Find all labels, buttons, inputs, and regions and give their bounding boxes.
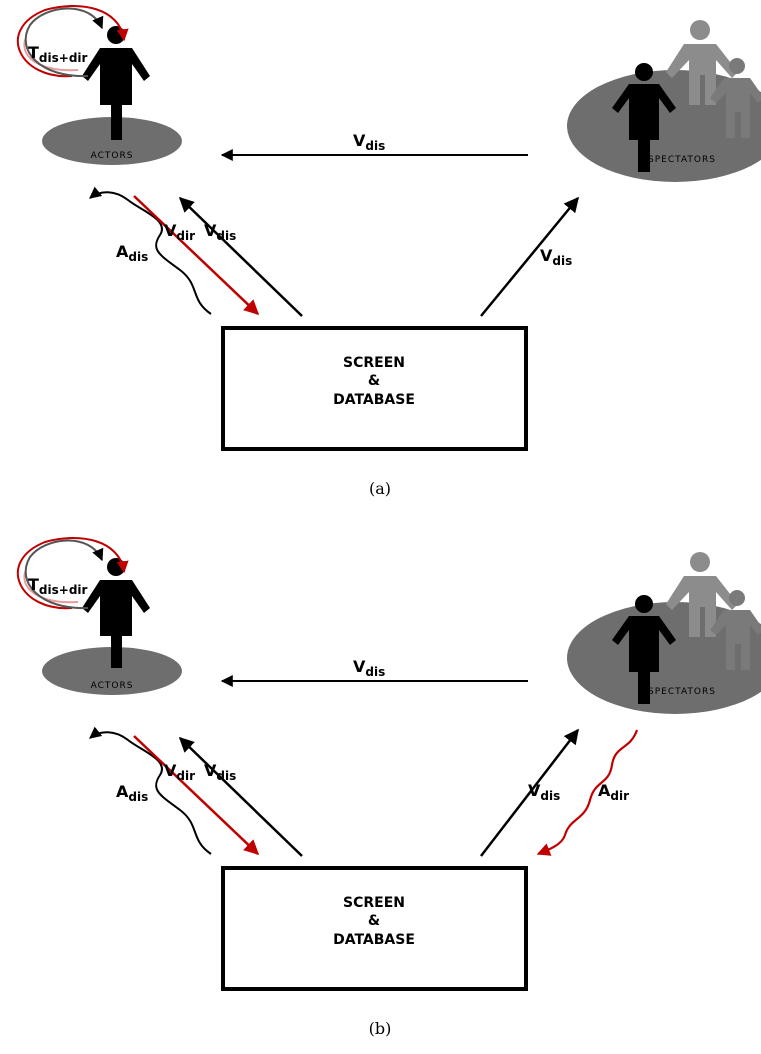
- actors-ellipse: [42, 647, 182, 695]
- panel-b: ACTORS Tdis+dir SPECTATORS: [16, 536, 761, 1038]
- ampersand-label: &: [368, 913, 380, 929]
- screen-database-box: [221, 326, 528, 451]
- screen-label: SCREEN: [343, 895, 405, 911]
- svg-text:Vdis: Vdis: [528, 781, 560, 803]
- screen-label: SCREEN: [343, 355, 405, 371]
- actors-label: ACTORS: [91, 681, 134, 691]
- T-label: T: [28, 43, 39, 62]
- vdis-db-to-spectators-arrow: [480, 196, 579, 317]
- svg-text:Vdir: Vdir: [164, 761, 195, 783]
- person-group-icon: [612, 552, 761, 704]
- svg-text:Vdis: Vdis: [204, 761, 236, 783]
- T-label: T: [28, 575, 39, 594]
- vdis-db-to-actors-arrow: [178, 736, 303, 857]
- svg-text:Vdis: Vdis: [353, 131, 385, 153]
- svg-text:Vdis: Vdis: [204, 221, 236, 243]
- svg-text:Vdis: Vdis: [353, 657, 385, 679]
- vdir-red-arrow: [133, 195, 260, 316]
- svg-text:Adis: Adis: [116, 782, 148, 804]
- spectators-label: SPECTATORS: [648, 687, 716, 697]
- svg-text:Tdis+dir: Tdis+dir: [28, 575, 88, 597]
- svg-text:Vdir: Vdir: [164, 221, 195, 243]
- svg-text:Vdis: Vdis: [540, 246, 572, 268]
- vdir-red-arrow: [133, 735, 260, 856]
- vdis-db-to-spectators-arrow: [480, 728, 579, 857]
- spectators-label: SPECTATORS: [648, 155, 716, 165]
- database-label: DATABASE: [333, 392, 415, 408]
- loop-arrow-icon: [16, 4, 129, 78]
- screen-database-box: [221, 866, 528, 991]
- person-group-icon: [612, 20, 761, 172]
- svg-text:Adir: Adir: [598, 781, 629, 803]
- caption-a: (a): [369, 479, 391, 498]
- vdis-db-to-actors-arrow: [178, 196, 303, 317]
- ampersand-label: &: [368, 373, 380, 389]
- loop-arrow-icon: [16, 536, 129, 610]
- wavy-arrow-icon: [536, 729, 639, 856]
- database-label: DATABASE: [333, 932, 415, 948]
- actors-label: ACTORS: [91, 151, 134, 161]
- panel-a: ACTORS Tdis+dir SPECTATORS: [16, 4, 761, 498]
- wavy-arrow-icon: [89, 186, 212, 315]
- svg-text:Adis: Adis: [116, 242, 148, 264]
- wavy-arrow-icon: [89, 726, 212, 855]
- caption-b: (b): [369, 1019, 392, 1038]
- T-subscript: dis+dir: [39, 51, 88, 65]
- svg-text:Tdis+dir: Tdis+dir: [28, 43, 88, 65]
- actors-ellipse: [42, 117, 182, 165]
- T-subscript: dis+dir: [39, 583, 88, 597]
